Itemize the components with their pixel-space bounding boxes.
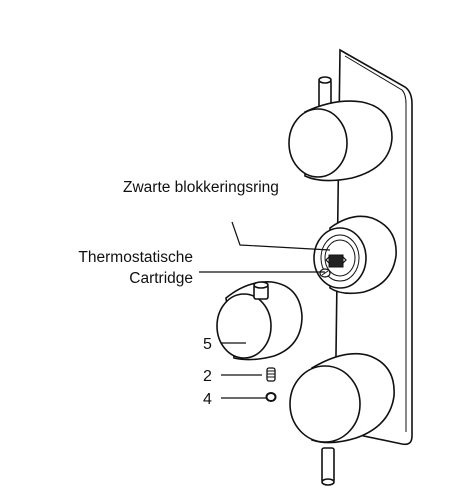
leader-lines bbox=[199, 221, 331, 399]
bottom-lever bbox=[321, 447, 335, 486]
small-ring bbox=[265, 392, 277, 402]
label-part-2: 2 bbox=[203, 368, 212, 385]
top-knob bbox=[288, 100, 393, 182]
label-blocking-ring: Zwarte blokkeringsring bbox=[123, 179, 279, 196]
label-cartridge-line1: Thermostatische bbox=[78, 249, 193, 266]
label-part-4: 4 bbox=[203, 391, 212, 408]
middle-knob bbox=[313, 215, 397, 295]
label-part-5: 5 bbox=[203, 336, 212, 353]
thermostatic-cartridge bbox=[319, 254, 347, 278]
detached-knob bbox=[216, 281, 303, 361]
label-cartridge-line2: Cartridge bbox=[129, 270, 193, 287]
grub-screw bbox=[266, 367, 276, 382]
bottom-knob bbox=[289, 352, 395, 444]
